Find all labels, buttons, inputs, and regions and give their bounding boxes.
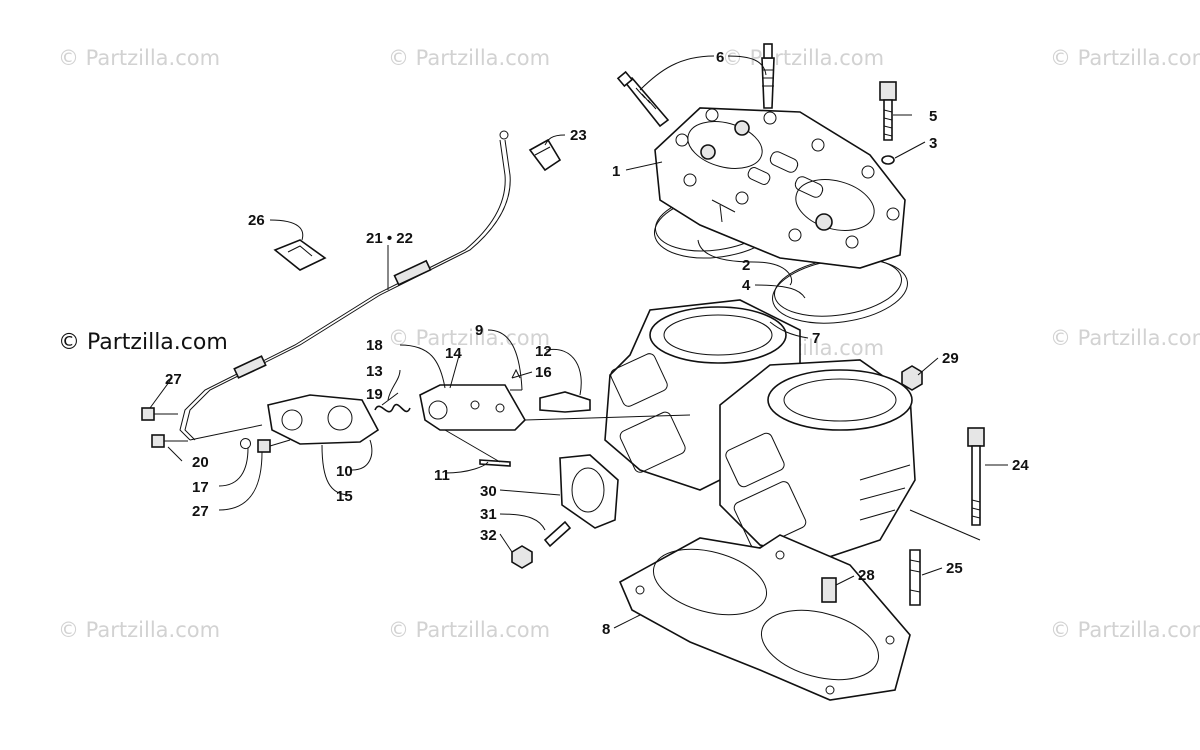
callout-24: 24 <box>1012 457 1029 474</box>
callout-7: 7 <box>812 330 820 347</box>
watermark: © Partzilla.com <box>1050 618 1200 642</box>
callout-31: 31 <box>480 506 497 523</box>
callout-25: 25 <box>946 560 963 577</box>
callout-21-22: 21 • 22 <box>366 230 413 247</box>
callout-12: 12 <box>535 343 552 360</box>
callout-17: 17 <box>192 479 209 496</box>
callout-27-bottom: 27 <box>192 503 209 520</box>
callout-8: 8 <box>602 621 610 638</box>
callout-19: 19 <box>366 386 383 403</box>
callout-14: 14 <box>445 345 462 362</box>
callout-20: 20 <box>192 454 209 471</box>
small-screws <box>141 407 501 463</box>
watermark: © Partzilla.com <box>1050 46 1200 70</box>
callout-15: 15 <box>336 488 353 505</box>
callout-23: 23 <box>570 127 587 144</box>
watermark: © Partzilla.com <box>388 618 551 642</box>
callout-2: 2 <box>742 257 750 274</box>
callout-10: 10 <box>336 463 353 480</box>
callout-26: 26 <box>248 212 265 229</box>
fasteners-right <box>821 365 985 606</box>
callout-30: 30 <box>480 483 497 500</box>
callout-28: 28 <box>858 567 875 584</box>
callout-29: 29 <box>942 350 959 367</box>
cylinder-head <box>654 107 906 269</box>
callout-32: 32 <box>480 527 497 544</box>
callout-9: 9 <box>475 322 483 339</box>
callout-27-top: 27 <box>165 371 182 388</box>
callout-1: 1 <box>612 163 620 180</box>
callout-5: 5 <box>929 108 937 125</box>
watermark: © Partzilla.com <box>58 46 221 70</box>
callout-13: 13 <box>366 363 383 380</box>
watermark: © Partzilla.com <box>388 46 551 70</box>
head-bolt-and-washer <box>879 81 897 165</box>
leader-lines <box>149 55 1008 629</box>
callout-18: 18 <box>366 337 383 354</box>
watermark: © Partzilla.com <box>1050 326 1200 350</box>
callout-4: 4 <box>742 277 751 294</box>
base-gasket <box>618 534 911 701</box>
callout-11: 11 <box>434 467 450 484</box>
exhaust-gasket-and-stud <box>511 454 619 569</box>
callout-16: 16 <box>535 364 552 381</box>
exhaust-valve-assembly <box>267 368 591 467</box>
watermark-main: © Partzilla.com <box>58 330 228 355</box>
valve-cable <box>179 130 511 441</box>
callout-numbers: 1 2 3 4 5 6 7 8 9 10 11 12 13 14 15 16 1… <box>165 49 1029 638</box>
cylinder-block <box>604 299 916 561</box>
watermark: © Partzilla.com <box>388 326 551 350</box>
callout-6: 6 <box>716 49 724 66</box>
cable-clips <box>273 138 562 271</box>
callout-3: 3 <box>929 135 937 152</box>
watermark: © Partzilla.com <box>58 618 221 642</box>
